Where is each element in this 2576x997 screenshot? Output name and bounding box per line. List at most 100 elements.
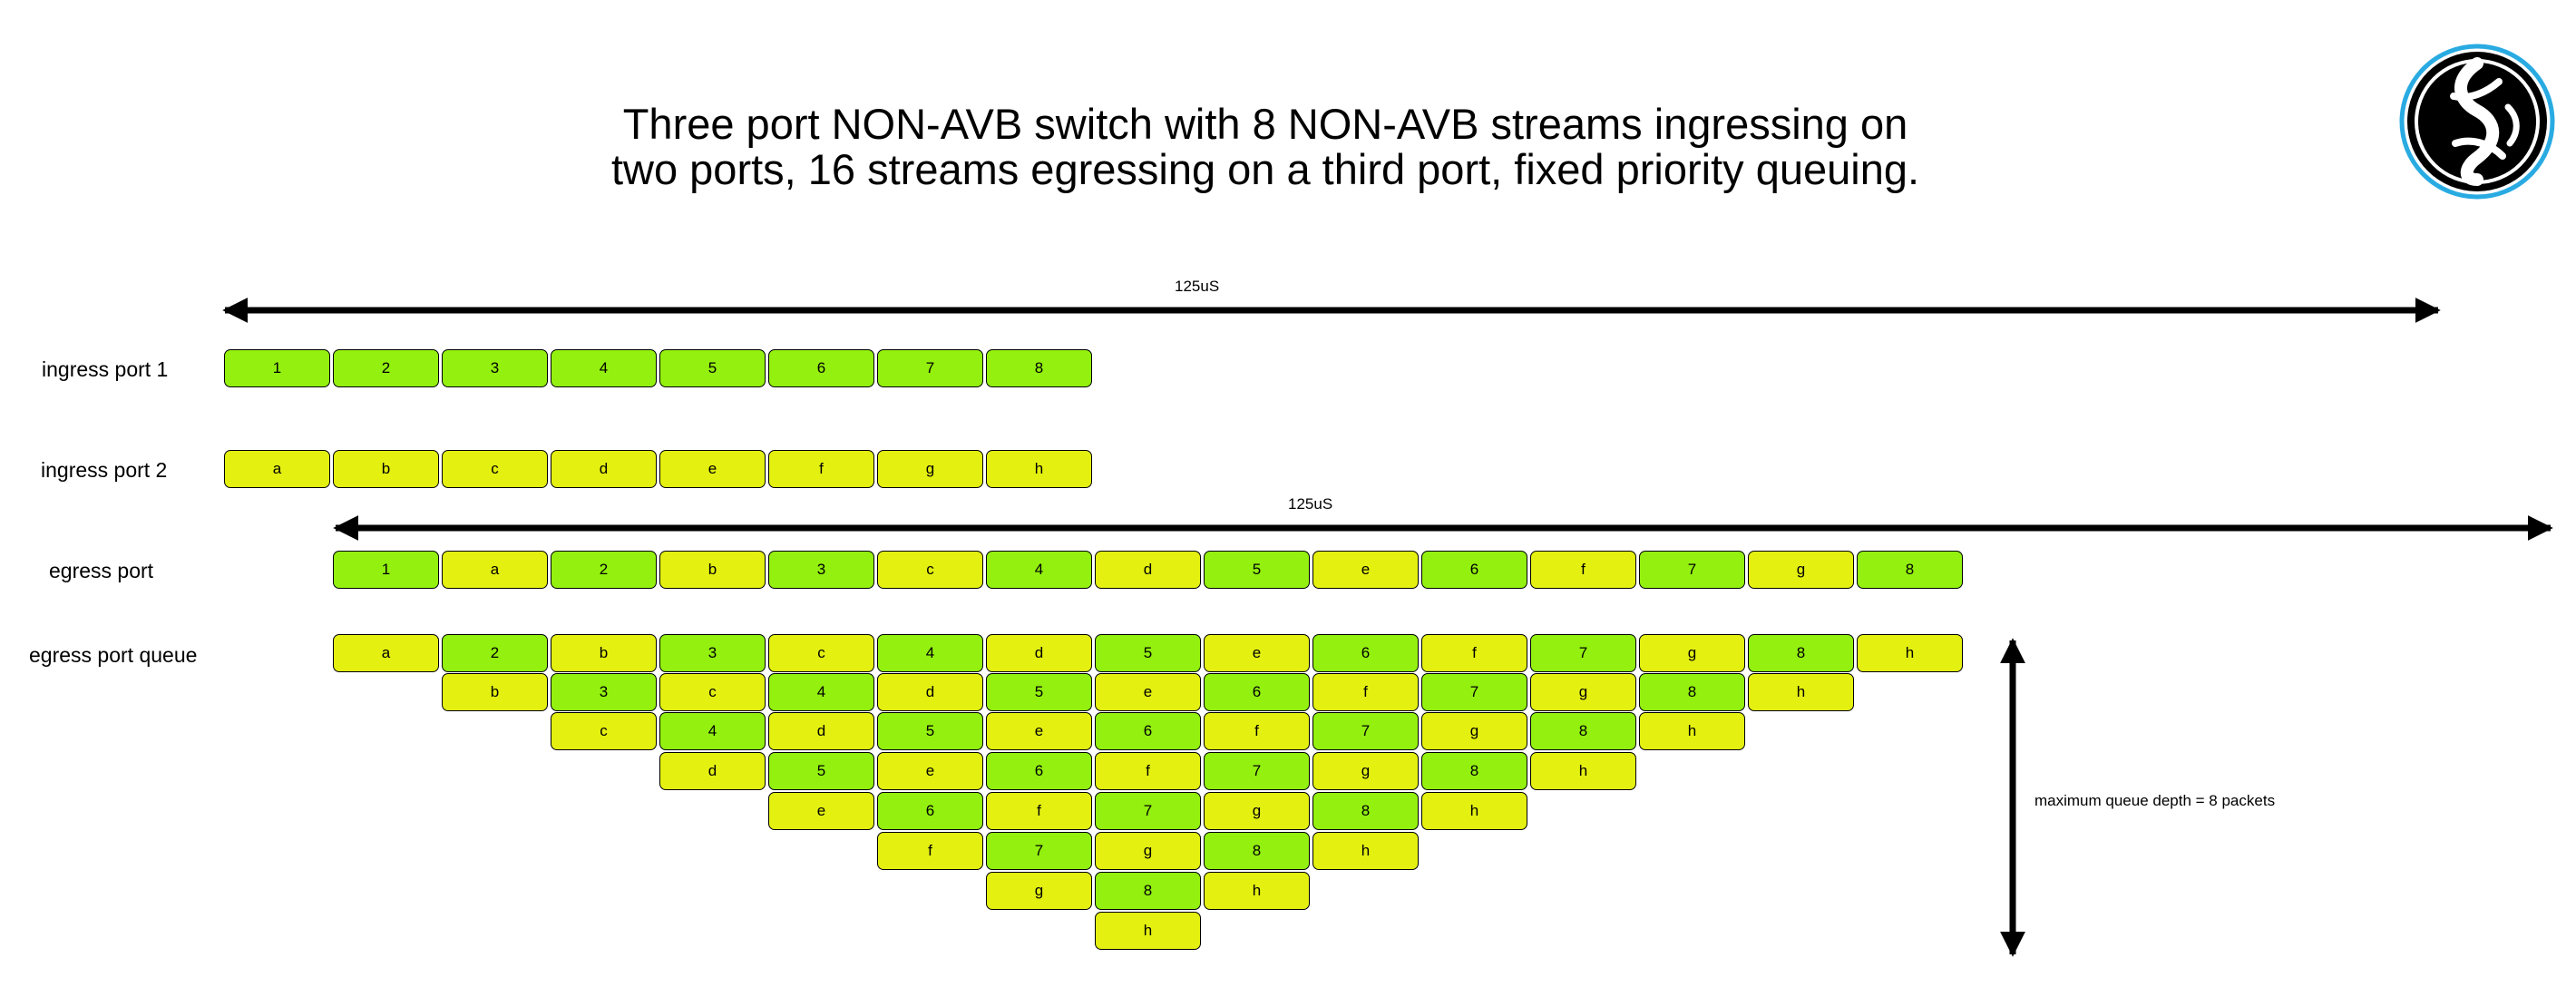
queue-packet: 6: [1312, 634, 1419, 672]
egress-packet: 4: [986, 551, 1092, 589]
queue-packet: 8: [1639, 673, 1745, 711]
queue-packet: 2: [442, 634, 548, 672]
queue-packet: 6: [1204, 673, 1310, 711]
queue-packet: e: [877, 752, 983, 790]
ingress1-packet: 1: [224, 349, 330, 387]
queue-packet: c: [659, 673, 766, 711]
queue-packet: d: [986, 634, 1092, 672]
ingress2-packet: g: [877, 450, 983, 488]
egress-packet: 2: [551, 551, 657, 589]
span-label-egress: 125uS: [1288, 495, 1333, 513]
queue-packet: f: [877, 832, 983, 870]
queue-packet: 7: [1095, 792, 1201, 830]
queue-packet: h: [1095, 912, 1201, 950]
ingress1-packet: 5: [659, 349, 766, 387]
queue-depth-label: maximum queue depth = 8 packets: [2034, 792, 2276, 809]
queue-packet: 6: [1095, 712, 1201, 750]
queue-packet: 3: [551, 673, 657, 711]
queue-packet: g: [1421, 712, 1527, 750]
egress-packet: 3: [768, 551, 874, 589]
queue-packet: 6: [986, 752, 1092, 790]
queue-packet: h: [1639, 712, 1745, 750]
queue-packet: 3: [659, 634, 766, 672]
queue-packet: 8: [1204, 832, 1310, 870]
queue-packet: f: [1421, 634, 1527, 672]
queue-packet: g: [1204, 792, 1310, 830]
queue-packet: 8: [1530, 712, 1636, 750]
queue-packet: 5: [1095, 634, 1201, 672]
span-label-top: 125uS: [1175, 278, 1220, 295]
queue-packet: e: [768, 792, 874, 830]
queue-packet: 7: [1530, 634, 1636, 672]
egress-packet: e: [1312, 551, 1419, 589]
queue-packet: h: [1421, 792, 1527, 830]
queue-packet: 4: [768, 673, 874, 711]
queue-packet: 7: [1421, 673, 1527, 711]
egress-packet: 6: [1421, 551, 1527, 589]
queue-packet: e: [1204, 634, 1310, 672]
queue-packet: c: [551, 712, 657, 750]
queue-packet: e: [986, 712, 1092, 750]
queue-packet: h: [1748, 673, 1854, 711]
queue-packet: 6: [877, 792, 983, 830]
egress-packet: d: [1095, 551, 1201, 589]
ingress1-packet: 2: [333, 349, 439, 387]
egress-packet: 1: [333, 551, 439, 589]
queue-packet: f: [986, 792, 1092, 830]
ingress2-packet: a: [224, 450, 330, 488]
queue-packet: b: [551, 634, 657, 672]
queue-packet: 8: [1095, 872, 1201, 910]
queue-packet: h: [1530, 752, 1636, 790]
title-line-2: two ports, 16 streams egressing on a thi…: [610, 145, 1920, 193]
queue-packet: d: [659, 752, 766, 790]
egress-packet: 5: [1204, 551, 1310, 589]
ingress2-packet: c: [442, 450, 548, 488]
queue-packet: 4: [877, 634, 983, 672]
queue-packet: g: [1530, 673, 1636, 711]
egress-packet: g: [1748, 551, 1854, 589]
ingress1-packet: 3: [442, 349, 548, 387]
egress-packet: b: [659, 551, 766, 589]
queue-packet: f: [1312, 673, 1419, 711]
ingress2-packet: f: [768, 450, 874, 488]
queue-packet: 7: [1204, 752, 1310, 790]
queue-packet: h: [1857, 634, 1963, 672]
queue-packet: e: [1095, 673, 1201, 711]
queue-packet: h: [1204, 872, 1310, 910]
page-title: Three port NON-AVB switch with 8 NON-AVB…: [0, 102, 2531, 192]
queue-packet: 8: [1312, 792, 1419, 830]
queue-packet: c: [768, 634, 874, 672]
queue-packet: f: [1095, 752, 1201, 790]
label-ingress-port-1: ingress port 1: [42, 357, 169, 381]
queue-packet: 5: [986, 673, 1092, 711]
label-egress-port-queue: egress port queue: [29, 643, 198, 667]
label-ingress-port-2: ingress port 2: [41, 458, 168, 482]
queue-packet: g: [986, 872, 1092, 910]
ingress1-packet: 6: [768, 349, 874, 387]
egress-packet: a: [442, 551, 548, 589]
queue-packet: h: [1312, 832, 1419, 870]
queue-packet: 7: [986, 832, 1092, 870]
ingress1-packet: 8: [986, 349, 1092, 387]
queue-packet: 8: [1748, 634, 1854, 672]
ingress2-packet: b: [333, 450, 439, 488]
queue-packet: 4: [659, 712, 766, 750]
ingress1-packet: 7: [877, 349, 983, 387]
queue-packet: 7: [1312, 712, 1419, 750]
queue-packet: a: [333, 634, 439, 672]
queue-packet: b: [442, 673, 548, 711]
egress-packet: 8: [1857, 551, 1963, 589]
egress-packet: 7: [1639, 551, 1745, 589]
queue-packet: 5: [877, 712, 983, 750]
queue-packet: g: [1639, 634, 1745, 672]
egress-packet: f: [1530, 551, 1636, 589]
queue-packet: g: [1095, 832, 1201, 870]
queue-packet: d: [768, 712, 874, 750]
queue-packet: d: [877, 673, 983, 711]
queue-packet: f: [1204, 712, 1310, 750]
ingress2-packet: d: [551, 450, 657, 488]
egress-packet: c: [877, 551, 983, 589]
ingress2-packet: e: [659, 450, 766, 488]
label-egress-port: egress port: [49, 559, 154, 582]
